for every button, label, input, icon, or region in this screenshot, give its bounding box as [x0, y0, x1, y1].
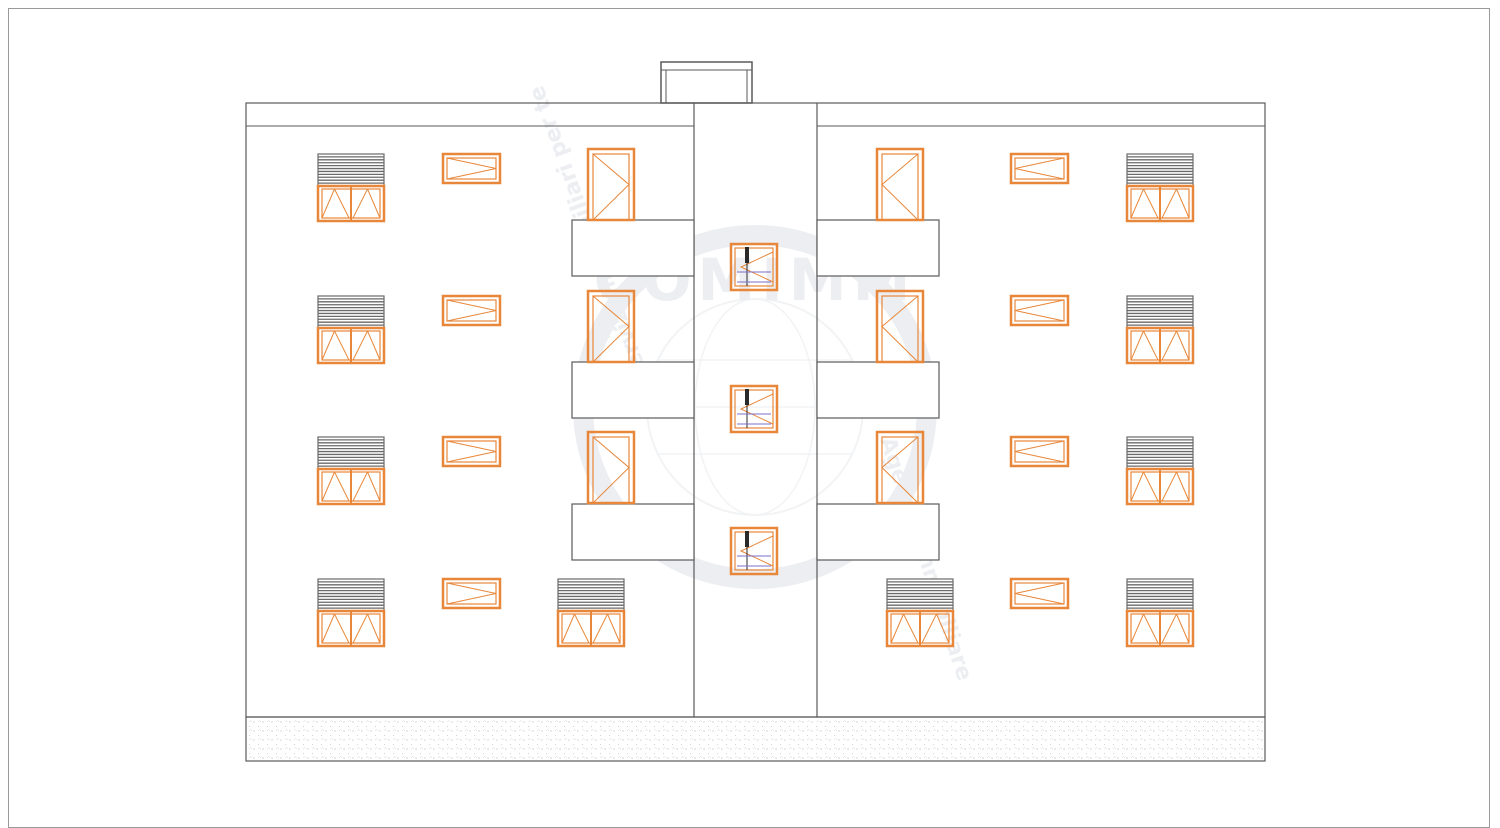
- building-outline: [245, 102, 1266, 718]
- shutter-window-left-3: [316, 436, 386, 506]
- balcony-door-right-3: [875, 430, 925, 505]
- stair-window-3: [729, 526, 779, 576]
- balcony-door-left-1: [586, 147, 636, 222]
- balcony-right-1: [816, 219, 940, 277]
- tilt-window-left-3: [441, 435, 502, 468]
- shutter-window-right-4: [1125, 578, 1195, 648]
- shutter-window-left-inner-4: [556, 578, 626, 648]
- balcony-door-right-2: [875, 289, 925, 364]
- balcony-left-3: [571, 503, 695, 561]
- tilt-window-left-2: [441, 294, 502, 327]
- balcony-left-1: [571, 219, 695, 277]
- tilt-window-left-1: [441, 152, 502, 185]
- balcony-door-left-3: [586, 430, 636, 505]
- balcony-door-right-1: [875, 147, 925, 222]
- ground-foundation: [245, 716, 1266, 762]
- roof-access-structure: [660, 61, 753, 104]
- shutter-window-right-inner-4: [885, 578, 955, 648]
- windows: [316, 147, 1195, 648]
- balcony-right-2: [816, 361, 940, 419]
- tilt-window-right-1: [1009, 152, 1070, 185]
- shutter-window-right-1: [1125, 153, 1195, 223]
- balconies: [571, 219, 940, 561]
- tilt-window-left-4: [441, 577, 502, 610]
- stair-window-1: [729, 242, 779, 292]
- balcony-right-3: [816, 503, 940, 561]
- tilt-window-right-2: [1009, 294, 1070, 327]
- stair-window-2: [729, 384, 779, 434]
- tilt-window-right-4: [1009, 577, 1070, 610]
- balcony-left-2: [571, 361, 695, 419]
- tilt-window-right-3: [1009, 435, 1070, 468]
- balcony-door-left-2: [586, 289, 636, 364]
- shutter-window-left-1: [316, 153, 386, 223]
- shutter-window-left-2: [316, 295, 386, 365]
- shutter-window-right-3: [1125, 436, 1195, 506]
- shutter-window-left-4: [316, 578, 386, 648]
- shutter-window-right-2: [1125, 295, 1195, 365]
